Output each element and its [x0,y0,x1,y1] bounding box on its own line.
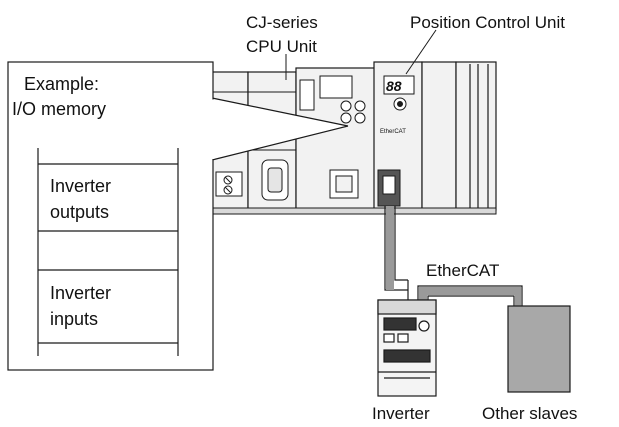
seg-display-text: 88 [386,78,402,94]
inverter-outputs-line2: outputs [50,202,109,222]
ethercat-cable [384,206,523,306]
example-label-line1: Example: [24,74,99,94]
pcu-leader [405,29,437,75]
callout-pointer [212,98,348,160]
pcu-display-window [383,75,415,95]
ethercat-label: EtherCAT [426,261,499,280]
inverter-body [377,299,437,397]
cpu-unit-label-line2: CPU Unit [246,37,317,56]
inverter-device [377,299,437,397]
inverter-label: Inverter [372,404,430,423]
cpu-button-1 [340,100,352,112]
cpu-button-4 [354,112,366,124]
callout-box [7,61,214,371]
power-unit-2 [455,61,497,211]
module-brand-label: EtherCAT [380,129,406,135]
inverter-inputs-line1: Inverter [50,283,111,303]
inverter-outputs-line1: Inverter [50,176,111,196]
inverter-display [383,317,417,331]
ethercat-cable-fill [386,206,521,306]
other-slaves-label: Other slaves [482,404,577,423]
leader-lines [285,29,437,80]
other-slaves-box [507,305,571,393]
position-control-unit-label: Position Control Unit [410,13,565,32]
example-label-line2: I/O memory [12,99,106,119]
inverter-inputs-line2: inputs [50,309,98,329]
cpu-button-2 [354,100,366,112]
cpu-display [319,75,353,99]
cpu-unit-label-line1: CJ-series [246,13,318,32]
plc-details [195,75,497,215]
power-unit-1 [421,61,457,211]
cpu-button-3 [340,112,352,124]
io-memory-callout [7,61,349,371]
